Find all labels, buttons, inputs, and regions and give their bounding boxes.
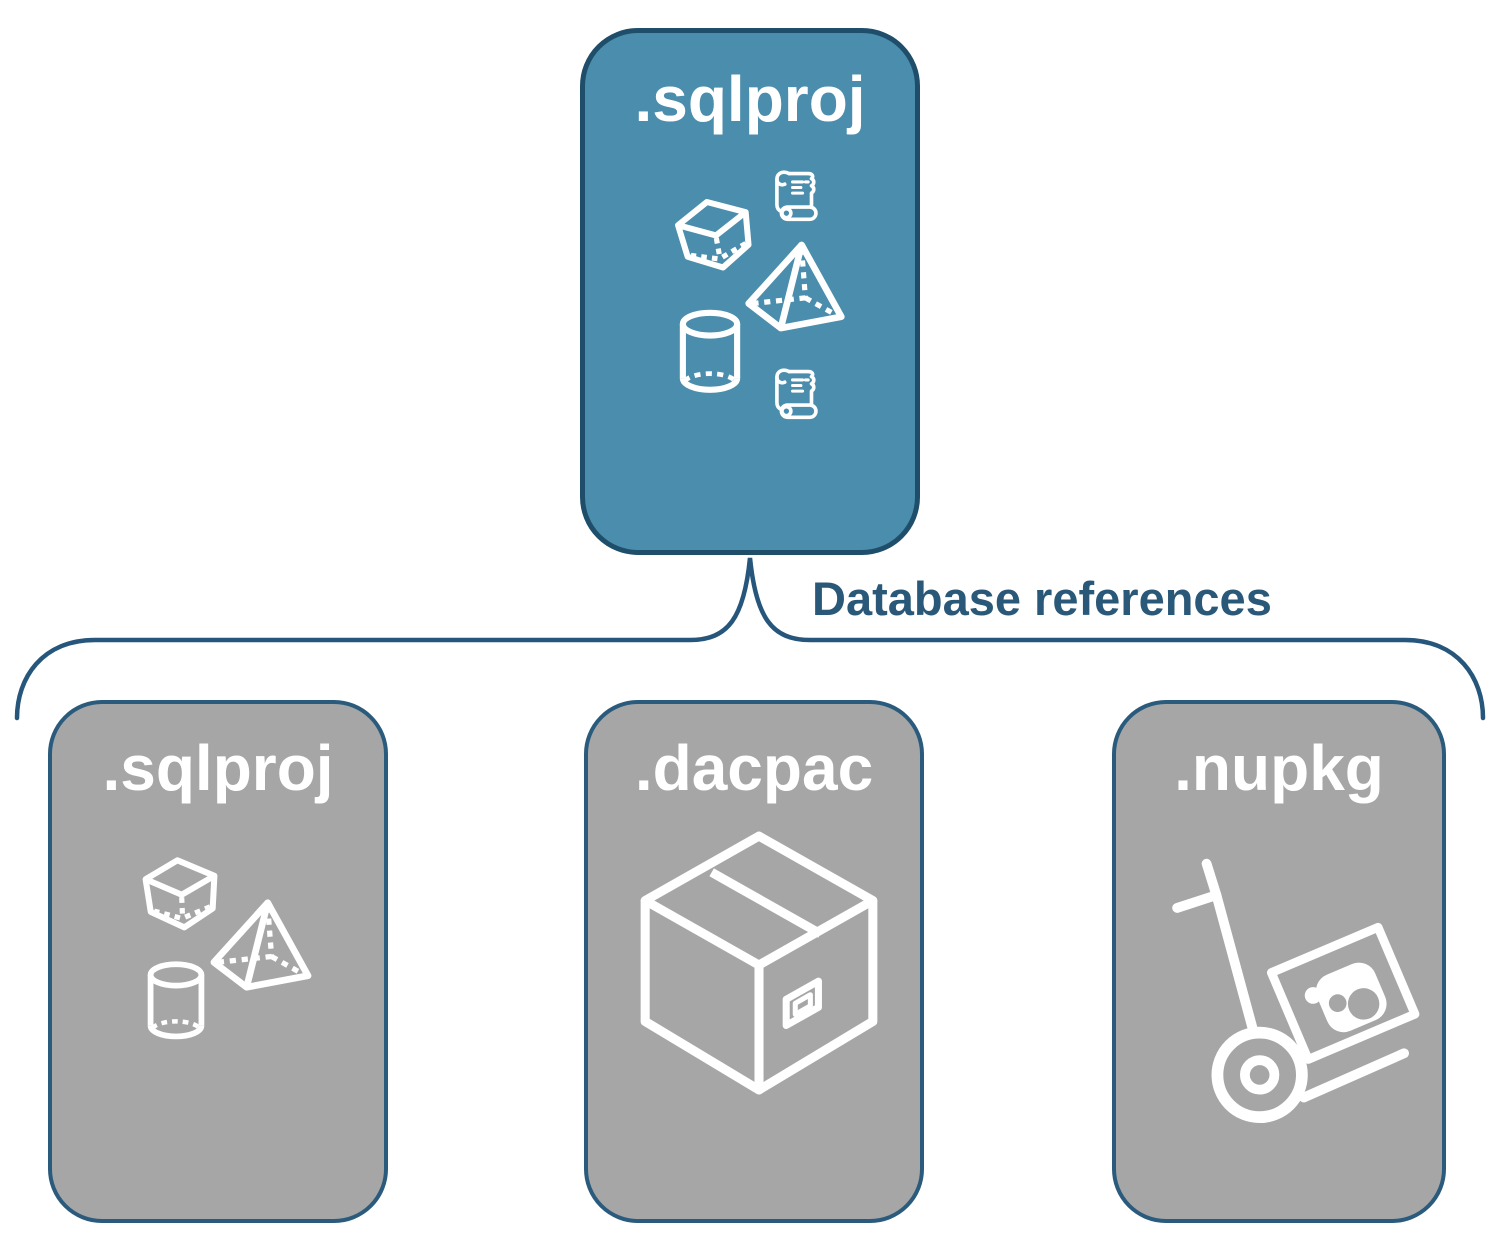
package-box-icon [640,831,878,1095]
cube-icon [675,198,752,271]
database-cylinder-icon [679,309,741,393]
node-title: .nupkg [1174,732,1384,804]
node-dacpac: .dacpac [584,700,924,1223]
node-title: .dacpac [634,732,874,804]
nuget-handtruck-icon [1172,858,1420,1124]
node-sqlproj-child: .sqlproj [48,700,388,1223]
node-title: .sqlproj [102,732,334,804]
node-title: .sqlproj [634,63,866,135]
script-scroll-icon [775,368,818,420]
node-nupkg: .nupkg [1112,700,1446,1223]
pyramid-icon [745,241,845,332]
database-cylinder-icon [147,961,205,1040]
script-scroll-icon [775,170,818,222]
node-sqlproj-root: .sqlproj [580,28,920,555]
connector-label: Database references [812,572,1272,625]
pyramid-icon [210,899,312,991]
cube-icon [142,857,218,931]
brace-connector [14,557,1486,721]
